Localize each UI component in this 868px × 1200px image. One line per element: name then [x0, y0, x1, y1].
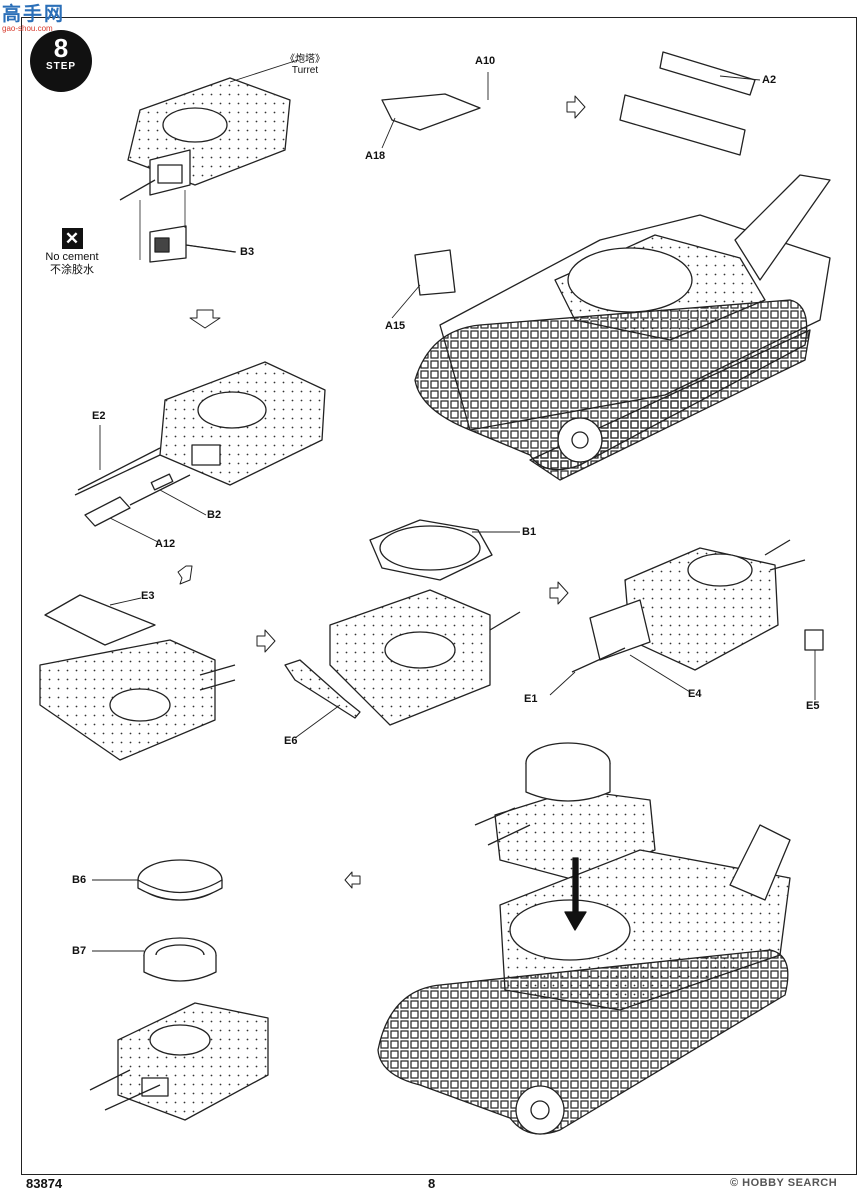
leader-lines — [92, 59, 816, 952]
turret-drawing-1 — [119, 77, 291, 263]
part-label-e4: E4 — [688, 688, 702, 700]
install-arrow — [564, 857, 587, 931]
turret-label: 《炮塔》 Turret — [285, 50, 325, 76]
turret-drawing-2 — [74, 361, 326, 527]
step-badge: 8 STEP — [30, 30, 92, 92]
part-label-e5: E5 — [806, 700, 820, 712]
turret-label-en: Turret — [291, 65, 319, 76]
step-label: STEP — [45, 61, 77, 72]
step-number: 8 — [53, 33, 69, 63]
part-label-b7: B7 — [72, 945, 87, 957]
part-label-b2: B2 — [207, 509, 222, 521]
part-label-a10: A10 — [475, 55, 496, 67]
part-label-b1: B1 — [522, 526, 537, 538]
part-label-e3: E3 — [141, 590, 155, 602]
watermark-title: 高手网 — [2, 3, 66, 25]
tank-assembled-drawing — [377, 742, 791, 1135]
turret-drawing-3 — [571, 539, 824, 673]
turret-interior-drawing-2 — [284, 519, 521, 726]
part-label-a2: A2 — [762, 74, 777, 86]
kit-code: 83874 — [26, 1176, 63, 1191]
page-frame — [21, 17, 857, 1175]
no-cement-note: ✕ No cement 不涂胶水 — [40, 228, 104, 277]
part-label-a15: A15 — [385, 320, 406, 332]
turret-label-cn: 《炮塔》 — [285, 54, 325, 65]
no-cement-icon: ✕ — [61, 228, 83, 249]
part-label-a18: A18 — [365, 150, 386, 162]
part-label-b6: B6 — [72, 874, 87, 886]
part-label-e2: E2 — [92, 410, 106, 422]
page-number: 8 — [428, 1176, 436, 1191]
watermark-subtitle: gao-shou.com — [2, 24, 53, 33]
brand-watermark: © HOBBY SEARCH — [730, 1177, 838, 1189]
part-label-e1: E1 — [524, 693, 538, 705]
part-label-e6: E6 — [284, 735, 298, 747]
watermark-logo: 高手网 gao-shou.com — [2, 4, 78, 33]
flow-arrows — [177, 95, 586, 889]
no-cement-text-cn: 不涂胶水 — [50, 264, 94, 276]
part-label-a12: A12 — [155, 538, 176, 550]
part-label-b3: B3 — [240, 246, 255, 258]
turret-drawing-4 — [89, 859, 269, 1121]
no-cement-text-en: No cement — [45, 251, 99, 263]
tank-hull-drawing-1 — [381, 51, 831, 481]
turret-interior-drawing-1 — [39, 594, 236, 761]
